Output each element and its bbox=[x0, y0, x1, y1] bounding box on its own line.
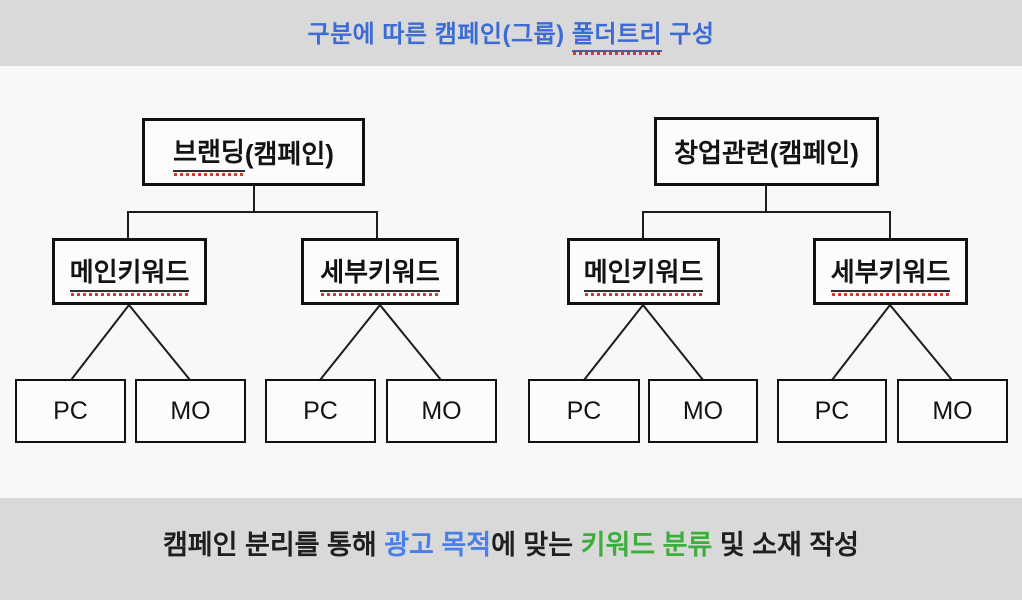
leaf-pc-1: PC bbox=[15, 379, 126, 443]
leaf-mo-3: MO bbox=[648, 379, 758, 443]
connector-line bbox=[642, 304, 704, 381]
node-label: 메인키워드 bbox=[583, 252, 704, 296]
footer-seg-5: 및 소재 작성 bbox=[712, 529, 860, 560]
leaf-pc-3: PC bbox=[528, 379, 640, 443]
leaf-pc-4: PC bbox=[777, 379, 887, 443]
title-suffix: 구성 bbox=[662, 21, 715, 48]
page-title: 구분에 따른 캠페인(그룹) 폴더트리 구성 bbox=[307, 14, 715, 55]
node-startup-plain-word: 창업관련(캠페인) bbox=[674, 138, 859, 168]
node-label: 세부키워드 bbox=[830, 252, 951, 296]
leaf-label: MO bbox=[421, 396, 462, 425]
title-bar: 구분에 따른 캠페인(그룹) 폴더트리 구성 bbox=[0, 0, 1022, 66]
connector-line bbox=[379, 304, 442, 381]
footer-seg-1: 캠페인 분리를 통해 bbox=[162, 529, 385, 560]
footer-caption: 캠페인 분리를 통해 광고 목적에 맞는 키워드 분류 및 소재 작성 bbox=[163, 523, 859, 562]
leaf-label: PC bbox=[814, 396, 850, 425]
leaf-mo-4: MO bbox=[897, 379, 1008, 443]
leaf-label: PC bbox=[53, 396, 88, 425]
node-detail-keyword-left: 세부키워드 bbox=[301, 238, 459, 305]
connector-line bbox=[831, 304, 891, 381]
connector-line bbox=[128, 304, 191, 381]
node-branding-plain-word: (캠페인) bbox=[244, 138, 334, 169]
leaf-pc-2: PC bbox=[265, 379, 376, 443]
footer-bar: 캠페인 분리를 통해 광고 목적에 맞는 키워드 분류 및 소재 작성 bbox=[0, 498, 1022, 600]
connector-line bbox=[319, 304, 381, 381]
leaf-label: MO bbox=[170, 396, 211, 425]
node-branding-underlined-word: 브랜딩 bbox=[173, 132, 245, 176]
leaf-label: PC bbox=[566, 396, 602, 425]
connector-line bbox=[583, 304, 644, 381]
connector-line bbox=[70, 304, 130, 381]
leaf-label: PC bbox=[303, 396, 338, 425]
footer-highlight-ad-purpose: 광고 목적 bbox=[384, 529, 492, 560]
footer-highlight-keyword-classification: 키워드 분류 bbox=[580, 529, 713, 560]
footer-seg-3: 에 맞는 bbox=[491, 529, 581, 560]
node-label: 메인키워드 bbox=[69, 252, 190, 296]
node-main-keyword-right: 메인키워드 bbox=[567, 238, 720, 305]
leaf-label: MO bbox=[682, 396, 724, 425]
node-main-keyword-left: 메인키워드 bbox=[52, 238, 207, 305]
node-branding-campaign: 브랜딩(캠페인) bbox=[142, 118, 365, 186]
leaf-mo-1: MO bbox=[135, 379, 246, 443]
node-startup-campaign: 창업관련(캠페인) bbox=[654, 117, 879, 186]
title-prefix: 구분에 따른 캠페인(그룹) bbox=[307, 21, 572, 48]
leaf-mo-2: MO bbox=[386, 379, 497, 443]
leaf-label: MO bbox=[932, 396, 973, 425]
connector-line bbox=[889, 304, 953, 381]
node-label: 세부키워드 bbox=[320, 252, 440, 296]
title-misspelled-word: 폴더트리 bbox=[571, 14, 663, 55]
node-detail-keyword-right: 세부키워드 bbox=[813, 238, 968, 305]
